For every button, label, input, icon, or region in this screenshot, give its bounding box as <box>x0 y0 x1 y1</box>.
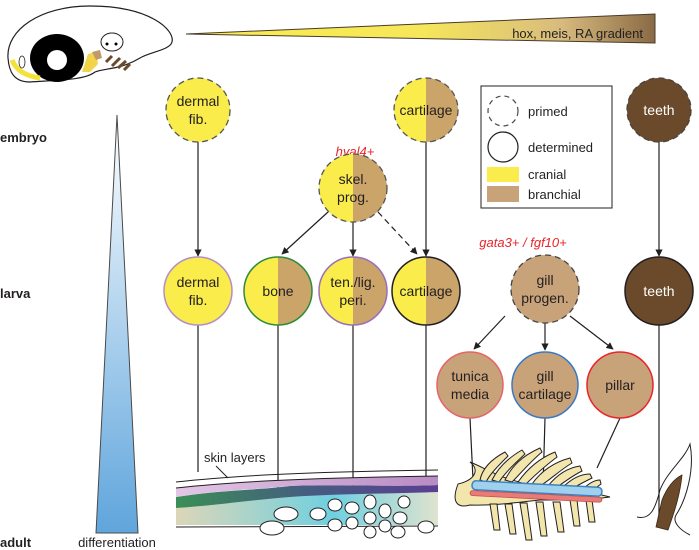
legend-cranial-swatch <box>487 167 519 182</box>
legend-determined-icon <box>487 131 519 163</box>
node-label: progen. <box>521 290 568 306</box>
legend-determined-label: determined <box>528 140 593 155</box>
node-circle <box>511 351 579 419</box>
gill-arch-illustration <box>454 447 611 541</box>
node-label: teeth <box>643 102 674 118</box>
node-pillar: pillar <box>586 351 654 419</box>
node-label: cartilage <box>519 386 572 402</box>
cranial-half <box>319 257 353 325</box>
adult-skin-section: skin layers <box>175 450 439 539</box>
node-skel-prog: skel. prog. <box>318 153 388 223</box>
node-larva-dermal: dermal fib. <box>163 256 233 326</box>
node-label: fib. <box>189 292 208 308</box>
node-label: pillar <box>605 377 635 393</box>
node-circle <box>624 256 694 326</box>
legend-primed-icon <box>487 95 519 127</box>
node-label: skel. <box>339 171 368 187</box>
stage-larva-label: larva <box>0 286 31 301</box>
legend-primed-label: primed <box>528 104 568 119</box>
lineage-connectors <box>194 142 663 524</box>
node-label: media <box>451 386 489 402</box>
node-larva-bone: bone <box>243 256 313 326</box>
node-label: dermal <box>177 93 220 109</box>
node-label: peri. <box>339 292 366 308</box>
node-circle <box>510 254 580 324</box>
node-label: gill <box>536 368 553 384</box>
stage-embryo-label: embryo <box>0 130 47 145</box>
legend-cranial-label: cranial <box>528 167 566 182</box>
cranial-half <box>319 154 353 222</box>
gradient-label: hox, meis, RA gradient <box>512 26 643 41</box>
gata3-fgf10-marker-label: gata3+ / fgf10+ <box>479 235 567 250</box>
node-circle <box>318 153 388 223</box>
otic-vesicle-icon <box>100 32 124 52</box>
node-gill-cartilage: gill cartilage <box>511 351 579 419</box>
node-label: fib. <box>189 111 208 127</box>
branchial-half <box>353 257 387 325</box>
node-circle <box>163 256 233 326</box>
node-label: dermal <box>177 274 220 290</box>
node-circle <box>393 77 459 143</box>
node-circle <box>318 256 388 326</box>
node-tunica-media: tunica media <box>436 351 504 419</box>
differentiation-gradient: differentiation <box>78 114 156 550</box>
node-embryo-teeth: teeth <box>626 77 692 143</box>
differentiation-label: differentiation <box>78 535 156 550</box>
node-label: cartilage <box>400 283 453 299</box>
legend: primed determined cranial branchial <box>480 85 613 209</box>
adult-tooth-illustration <box>636 442 692 536</box>
legend-branchial-label: branchial <box>528 187 581 202</box>
node-circle <box>165 77 231 143</box>
node-circle <box>436 351 504 419</box>
node-circle <box>391 256 461 326</box>
branchial-half <box>353 154 387 222</box>
node-label: teeth <box>643 283 674 299</box>
stage-adult-label: adult <box>0 535 32 550</box>
embryo-head-illustration <box>7 5 173 83</box>
cell-nuclei <box>259 494 435 539</box>
node-gill-progen: gill progen. <box>510 254 580 324</box>
node-label: gill <box>536 272 553 288</box>
node-circle <box>626 77 692 143</box>
legend-branchial-swatch <box>487 186 519 202</box>
node-circle <box>586 351 654 419</box>
node-label: prog. <box>337 189 369 205</box>
node-larva-tenlig: ten./lig. peri. <box>318 256 388 326</box>
node-label: ten./lig. <box>330 274 375 290</box>
node-embryo-dermal: dermal fib. <box>165 77 231 143</box>
node-label: bone <box>262 283 293 299</box>
node-circle <box>243 256 313 326</box>
lineage-nodes: dermal fib. cartilage teeth skel. prog. dermal… <box>163 77 694 419</box>
node-larva-cartilage: cartilage <box>391 256 461 326</box>
node-embryo-cartilage: cartilage <box>393 77 459 143</box>
hox-meis-ra-gradient: hox, meis, RA gradient <box>185 13 656 44</box>
node-label: cartilage <box>400 102 453 118</box>
node-larva-teeth: teeth <box>624 256 694 326</box>
node-label: tunica <box>451 368 489 384</box>
skin-layers-label: skin layers <box>204 450 266 465</box>
